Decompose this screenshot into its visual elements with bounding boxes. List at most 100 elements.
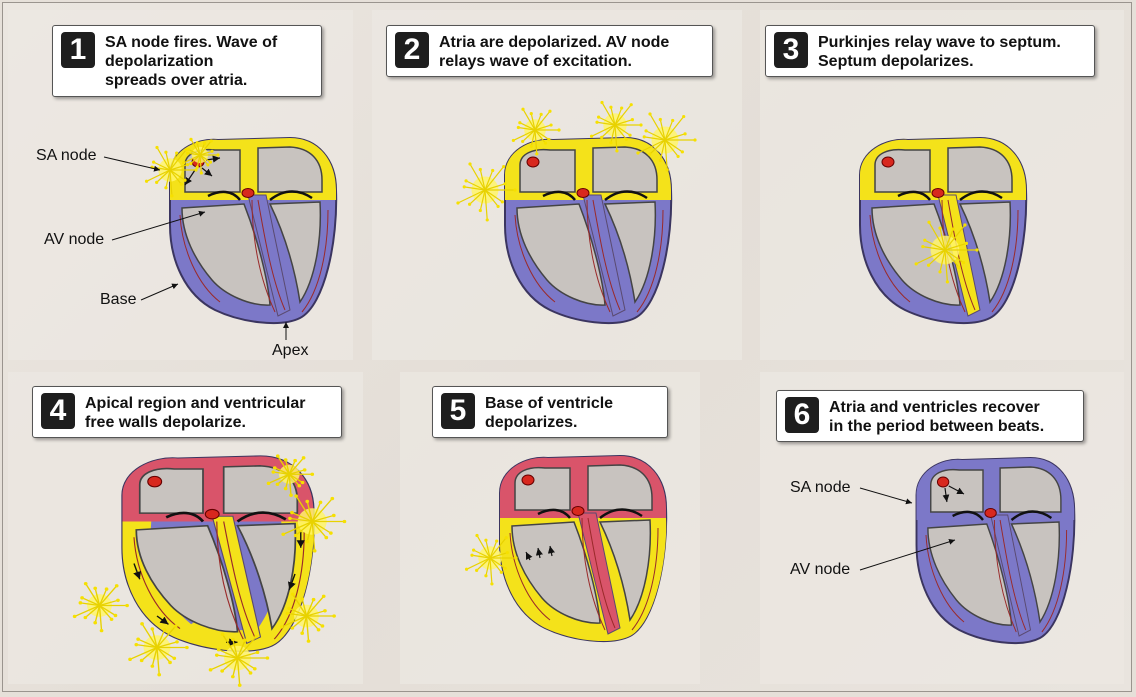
av-node-label-6: AV node	[790, 561, 851, 578]
left-atrium-chamber	[592, 146, 658, 193]
step-3-number: 3	[774, 32, 808, 68]
step-2-number: 2	[395, 32, 429, 68]
purkinje-fibre	[133, 537, 181, 630]
conduction-arrow	[942, 487, 950, 503]
apex-region	[545, 614, 630, 642]
sa-node	[147, 475, 163, 488]
purkinje-fibre	[631, 527, 659, 631]
left-atrium-chamber	[999, 466, 1062, 513]
excitation-burst	[182, 137, 220, 175]
purkinje-fibre	[257, 199, 286, 311]
excitation-burst	[72, 581, 129, 633]
purkinje-fibre	[223, 521, 256, 638]
conduction-arrow	[525, 551, 533, 561]
valve-left	[207, 190, 241, 201]
purkinje-fibre	[179, 214, 221, 303]
apex-label: Apex	[272, 342, 309, 359]
purkinje-fibre	[251, 199, 276, 313]
left-ventricle-chamber	[181, 203, 271, 306]
purkinje-fibre	[947, 199, 976, 311]
step-1-caption: 1 SA node fires. Wave of depolarization …	[52, 25, 322, 97]
purkinje-fibre	[216, 521, 244, 640]
valve-right	[1010, 510, 1053, 521]
purkinje-fibre	[581, 517, 606, 631]
av-node	[576, 188, 590, 198]
valve-right	[269, 190, 313, 201]
purkinje-fibre	[587, 517, 616, 629]
left-ventricle-chamber	[511, 521, 601, 624]
step-5-number: 5	[441, 393, 475, 429]
heart-body	[499, 454, 668, 642]
conduction-arrow	[535, 547, 543, 559]
valve-left	[952, 510, 984, 521]
sa-node-6-leader	[859, 487, 913, 505]
sa-node-leader	[103, 156, 161, 172]
step-5-caption: 5 Base of ventricle depolarizes.	[432, 386, 668, 438]
purkinje-fibre	[1041, 529, 1068, 633]
heart-body	[859, 136, 1028, 324]
step-4-number: 4	[41, 393, 75, 429]
av-node-leader	[111, 210, 206, 241]
heart-body	[915, 456, 1076, 644]
right-ventricle-chamber	[603, 201, 657, 304]
sa-node	[881, 156, 895, 168]
right-ventricle-chamber	[958, 201, 1012, 304]
excitation-burst	[208, 632, 270, 687]
left-atrium-chamber	[587, 464, 653, 511]
purkinje-fibre	[999, 519, 1027, 631]
av-node-label: AV node	[44, 231, 105, 248]
purkinje-fibre	[869, 214, 911, 303]
purkinje-fibre	[586, 199, 611, 313]
excitation-burst	[636, 112, 697, 172]
conduction-arrow	[184, 169, 196, 186]
purkinje-fibre	[991, 209, 1019, 313]
step-3-text: Purkinjes relay wave to septum. Septum d…	[818, 34, 1061, 70]
valve-right	[604, 190, 648, 201]
purkinje-fibre	[592, 199, 621, 311]
step-1-number: 1	[61, 32, 95, 68]
right-ventricle-chamber	[598, 519, 652, 622]
purkinje-fibre	[636, 209, 664, 313]
av-node-6-leader	[859, 538, 956, 571]
av-node	[204, 508, 220, 520]
valve-left	[542, 190, 576, 201]
step-4-caption: 4 Apical region and ventricular free wal…	[32, 386, 342, 438]
left-ventricle-chamber	[135, 524, 239, 633]
step-2-text: Atria are depolarized. AV node relays wa…	[439, 34, 670, 70]
excitation-burst	[511, 107, 561, 156]
right-ventricle-chamber	[268, 201, 322, 304]
right-ventricle-chamber	[1010, 521, 1061, 624]
excitation-burst	[589, 100, 643, 153]
excitation-burst	[281, 494, 347, 553]
step-4-text: Apical region and ventricular free walls…	[85, 395, 306, 431]
valve-right	[959, 190, 1003, 201]
excitation-burst	[464, 533, 518, 586]
valve-right	[236, 511, 287, 523]
left-atrium-chamber	[257, 146, 323, 193]
step-1-text: SA node fires. Wave of depolarization sp…	[105, 34, 278, 89]
purkinje-fibre	[301, 209, 329, 313]
conduction-arrow	[948, 485, 965, 495]
excitation-burst	[914, 220, 979, 284]
heart-4	[72, 454, 347, 687]
heart-5	[464, 454, 668, 642]
valve-left	[537, 508, 571, 519]
sa-node	[936, 476, 950, 488]
base-leader	[140, 283, 179, 301]
conduction-arrow	[547, 545, 555, 557]
step-6-text: Atria and ventricles recover in the peri…	[829, 399, 1045, 435]
sa-node	[521, 474, 535, 486]
excitation-burst	[266, 454, 315, 497]
conduction-arrow	[133, 563, 142, 580]
valve-left	[897, 190, 931, 201]
purkinje-fibre	[925, 534, 965, 623]
step-6-caption: 6 Atria and ventricles recover in the pe…	[776, 390, 1084, 442]
left-ventricle-chamber	[927, 523, 1013, 626]
left-ventricle-chamber	[516, 203, 606, 306]
step-5-text: Base of ventricle depolarizes.	[485, 395, 614, 431]
left-atrium-chamber	[947, 146, 1013, 193]
excitation-burst	[456, 162, 517, 222]
purkinje-fibre	[509, 532, 551, 621]
heart-3	[859, 136, 1028, 324]
